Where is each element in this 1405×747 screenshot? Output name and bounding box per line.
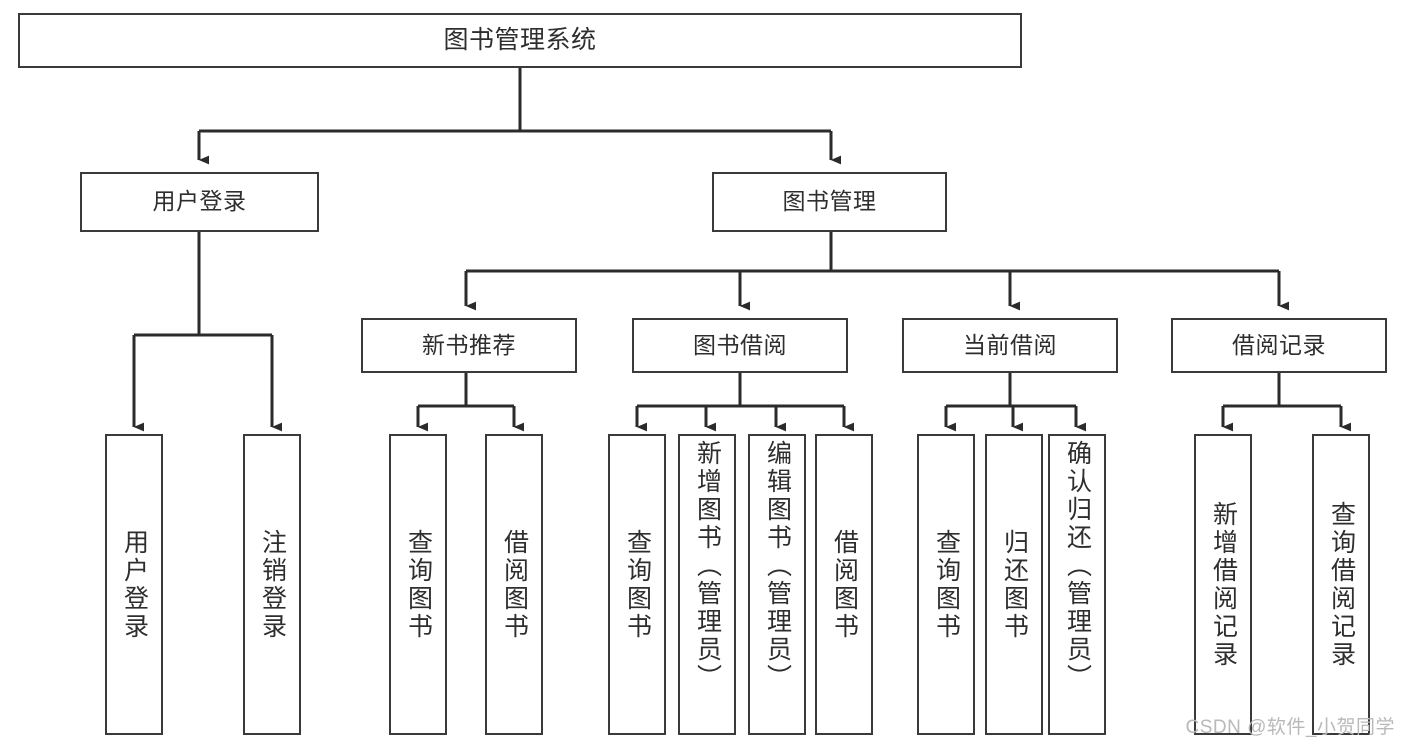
node-leaf-logout-login[interactable]: 注销登录 xyxy=(243,434,301,735)
node-current-borrow-label: 当前借阅 xyxy=(963,331,1057,358)
node-leaf-query-book-2[interactable]: 查询图书 xyxy=(608,434,666,735)
node-borrow-record[interactable]: 借阅记录 xyxy=(1171,318,1387,373)
node-root[interactable]: 图书管理系统 xyxy=(18,13,1022,68)
node-leaf-user-login[interactable]: 用户登录 xyxy=(105,434,163,735)
node-leaf-query-book-3[interactable]: 查询图书 xyxy=(917,434,975,735)
node-leaf-query-borrow-record[interactable]: 查询借阅记录 xyxy=(1312,434,1370,735)
node-leaf-edit-book-admin[interactable]: 编辑图书（管理员） xyxy=(748,434,806,735)
node-leaf-edit-book-admin-label: 编辑图书（管理员） xyxy=(763,440,792,692)
node-root-label: 图书管理系统 xyxy=(443,25,597,54)
node-current-borrow[interactable]: 当前借阅 xyxy=(902,318,1118,373)
node-book-borrow-label: 图书借阅 xyxy=(693,331,787,358)
node-leaf-add-borrow-record-label: 新增借阅记录 xyxy=(1209,500,1238,669)
node-leaf-borrow-book-1[interactable]: 借阅图书 xyxy=(485,434,543,735)
node-leaf-add-book-admin-label: 新增图书（管理员） xyxy=(693,440,722,692)
node-new-book-recommend-label: 新书推荐 xyxy=(422,331,516,358)
node-leaf-borrow-book-1-label: 借阅图书 xyxy=(500,528,529,641)
node-leaf-query-book-1-label: 查询图书 xyxy=(404,528,433,641)
node-leaf-return-book[interactable]: 归还图书 xyxy=(985,434,1043,735)
node-leaf-add-book-admin[interactable]: 新增图书（管理员） xyxy=(678,434,736,735)
node-new-book-recommend[interactable]: 新书推荐 xyxy=(361,318,577,373)
node-leaf-confirm-return-admin[interactable]: 确认归还（管理员） xyxy=(1048,434,1106,735)
node-leaf-user-login-label: 用户登录 xyxy=(120,528,149,641)
node-leaf-query-book-1[interactable]: 查询图书 xyxy=(389,434,447,735)
node-leaf-return-book-label: 归还图书 xyxy=(1000,528,1029,641)
node-user-login-label: 用户登录 xyxy=(152,188,247,215)
node-leaf-confirm-return-admin-label: 确认归还（管理员） xyxy=(1063,440,1092,692)
node-leaf-query-book-2-label: 查询图书 xyxy=(623,528,652,641)
node-book-management-label: 图书管理 xyxy=(782,188,877,215)
node-leaf-borrow-book-2[interactable]: 借阅图书 xyxy=(815,434,873,735)
node-leaf-query-book-3-label: 查询图书 xyxy=(932,528,961,641)
node-book-borrow[interactable]: 图书借阅 xyxy=(632,318,848,373)
node-leaf-add-borrow-record[interactable]: 新增借阅记录 xyxy=(1194,434,1252,735)
node-leaf-borrow-book-2-label: 借阅图书 xyxy=(830,528,859,641)
node-user-login[interactable]: 用户登录 xyxy=(80,172,319,232)
node-book-management[interactable]: 图书管理 xyxy=(712,172,947,232)
node-leaf-logout-login-label: 注销登录 xyxy=(258,528,287,641)
node-borrow-record-label: 借阅记录 xyxy=(1232,331,1326,358)
node-leaf-query-borrow-record-label: 查询借阅记录 xyxy=(1327,500,1356,669)
